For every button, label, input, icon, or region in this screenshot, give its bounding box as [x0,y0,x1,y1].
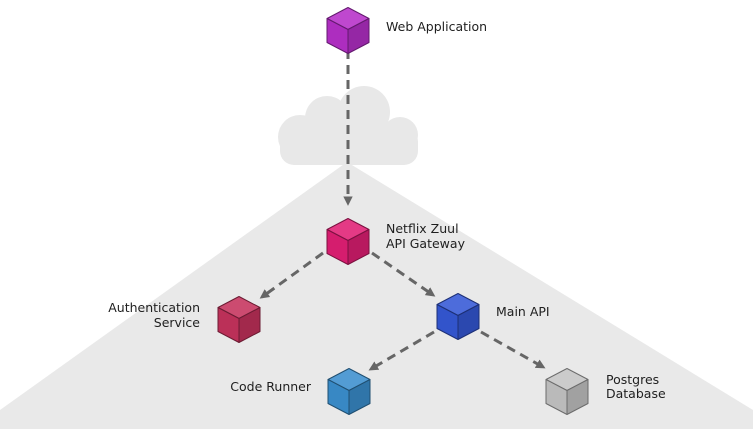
network-region [0,162,753,429]
api-gateway-label-line2: API Gateway [386,236,466,251]
cube-right-face [238,307,261,343]
postgres-database-label-line2: Database [606,386,666,401]
main-api-cube-icon [436,293,480,340]
cube-right-face [348,379,371,415]
arrow-mainapi-to-coderunner [368,330,435,371]
main-api-node[interactable] [436,293,480,340]
postgres-database-cube-icon [545,368,589,415]
code-runner-node[interactable] [327,368,371,415]
authentication-service-label-line2: Service [154,315,201,330]
cube-right-face [457,304,480,340]
code-runner-cube-icon [327,368,371,415]
authentication-service-node[interactable] [217,296,261,343]
web-application-label: Web Application [386,19,487,34]
cube-right-face [566,379,589,415]
web-application-cube-icon [326,7,370,54]
cube-right-face [347,18,370,54]
code-runner-label: Code Runner [230,379,312,394]
authentication-service-label-line1: Authentication [108,300,200,315]
web-application-node[interactable] [326,7,370,54]
arrow-gateway-to-auth [259,251,324,299]
main-api-label: Main API [496,304,550,319]
api-gateway-node[interactable] [326,218,370,265]
postgres-database-node[interactable] [545,368,589,415]
api-gateway-label-line1: Netflix Zuul [386,221,459,236]
arrow-gateway-to-mainapi [371,251,436,297]
authentication-service-cube-icon [217,296,261,343]
cube-right-face [347,229,370,265]
arrow-mainapi-to-postgres [480,330,546,369]
postgres-database-label-line1: Postgres [606,372,659,387]
api-gateway-cube-icon [326,218,370,265]
